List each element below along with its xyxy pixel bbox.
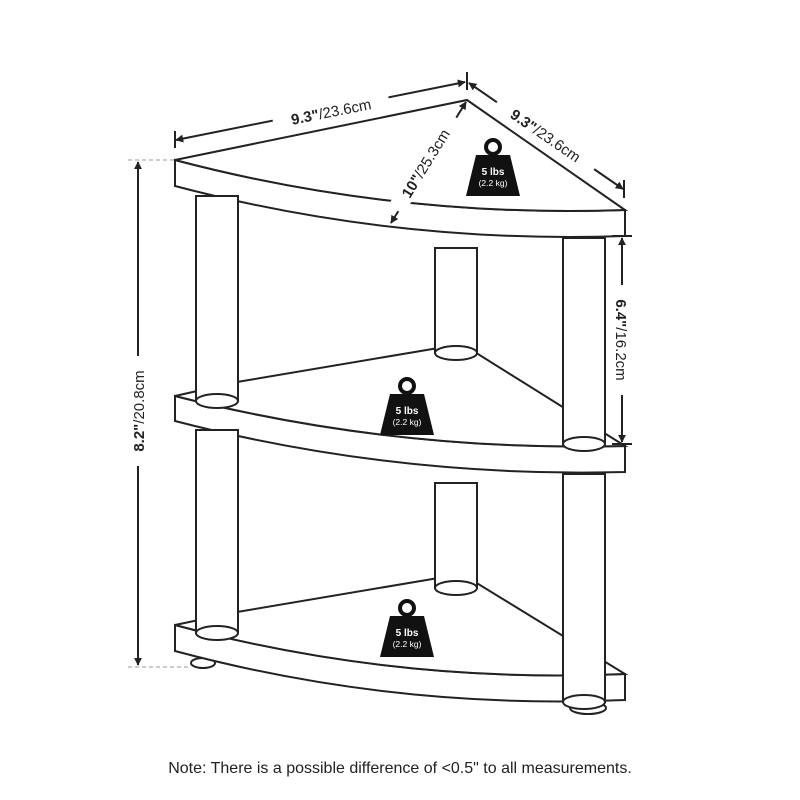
middle-back-post-base [434,580,478,596]
dimension-shelf-spacing: 6.4"/16.2cm [612,235,632,445]
upper-back-post [434,247,478,354]
lower-tier-front-posts [195,429,606,710]
lower-right-post-base [562,694,606,710]
weight-icon: 5 lbs (2.2 kg) [380,599,434,657]
upper-right-post-base [562,436,606,452]
dimension-total-height-imperial: 8.2" [131,424,148,452]
dimension-top-left-edge: 9.3"/23.6cm [174,72,468,148]
dimension-top-left-metric: /23.6cm [317,96,373,123]
weight-metric-label: (2.2 kg) [479,178,508,188]
middle-tier-back-posts [434,482,478,596]
dimension-total-height: 8.2"/20.8cm [128,159,190,668]
upper-tier-front-posts [195,195,606,452]
dimension-shelf-spacing-imperial: 6.4" [612,299,629,327]
weight-icon: 5 lbs (2.2 kg) [380,377,434,435]
dimension-top-left-imperial: 9.3" [290,107,321,129]
weight-metric-label: (2.2 kg) [393,417,422,427]
middle-back-post [434,482,478,589]
weight-capacity-label: 5 lbs [482,167,505,178]
weight-capacity-label: 5 lbs [396,406,419,417]
weight-capacity-label: 5 lbs [396,628,419,639]
svg-text:6.4"/16.2cm: 6.4"/16.2cm [612,299,629,380]
upper-tier-back-posts [434,247,478,361]
lower-left-post-base [195,625,239,641]
dimension-shelf-spacing-metric: /16.2cm [612,327,629,380]
measurement-note: Note: There is a possible difference of … [168,760,632,777]
lower-left-post [195,429,239,634]
upper-right-post [562,237,606,445]
top-shelf [174,98,629,238]
upper-back-post-base [434,345,478,361]
upper-left-post-base [195,393,239,409]
upper-left-post [195,195,239,402]
dimension-total-height-metric: /20.8cm [131,370,148,423]
weight-metric-label: (2.2 kg) [393,639,422,649]
svg-text:8.2"/20.8cm: 8.2"/20.8cm [131,370,148,451]
lower-right-post [562,473,606,703]
